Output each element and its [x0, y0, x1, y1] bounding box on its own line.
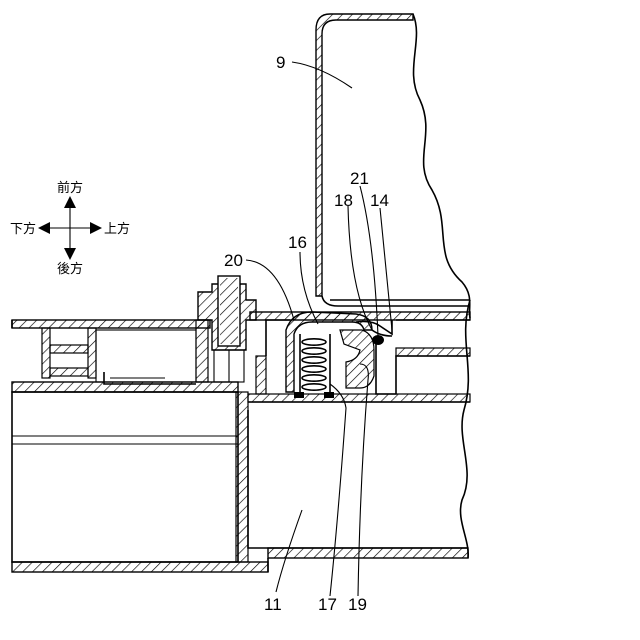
direction-forward: 前方	[57, 180, 83, 196]
label-14: 14	[370, 191, 389, 210]
component-9-panel	[316, 14, 470, 318]
label-19: 19	[348, 595, 367, 614]
label-18: 18	[334, 191, 353, 210]
label-21: 21	[350, 169, 369, 188]
label-20: 20	[224, 251, 243, 270]
direction-up: 上方	[104, 221, 130, 237]
arrow-left-icon	[38, 222, 50, 234]
spring-coils	[302, 339, 326, 390]
component-17-spring	[294, 334, 334, 398]
left-bracket	[42, 320, 208, 384]
label-9: 9	[276, 53, 285, 72]
arrow-right-icon	[90, 222, 102, 234]
direction-down: 下方	[10, 221, 36, 237]
panel-9-break-line	[413, 14, 470, 318]
label-17: 17	[318, 595, 337, 614]
panel-9-wall	[316, 14, 413, 296]
label-11: 11	[264, 595, 282, 614]
panel-9-bottom	[322, 296, 470, 306]
arrow-down-icon	[64, 248, 76, 260]
arrow-up-icon	[64, 196, 76, 208]
label-16: 16	[288, 233, 307, 252]
direction-compass: 前方 後方 下方 上方	[10, 180, 130, 277]
tube-break-line	[460, 300, 470, 558]
direction-backward: 後方	[57, 261, 83, 277]
